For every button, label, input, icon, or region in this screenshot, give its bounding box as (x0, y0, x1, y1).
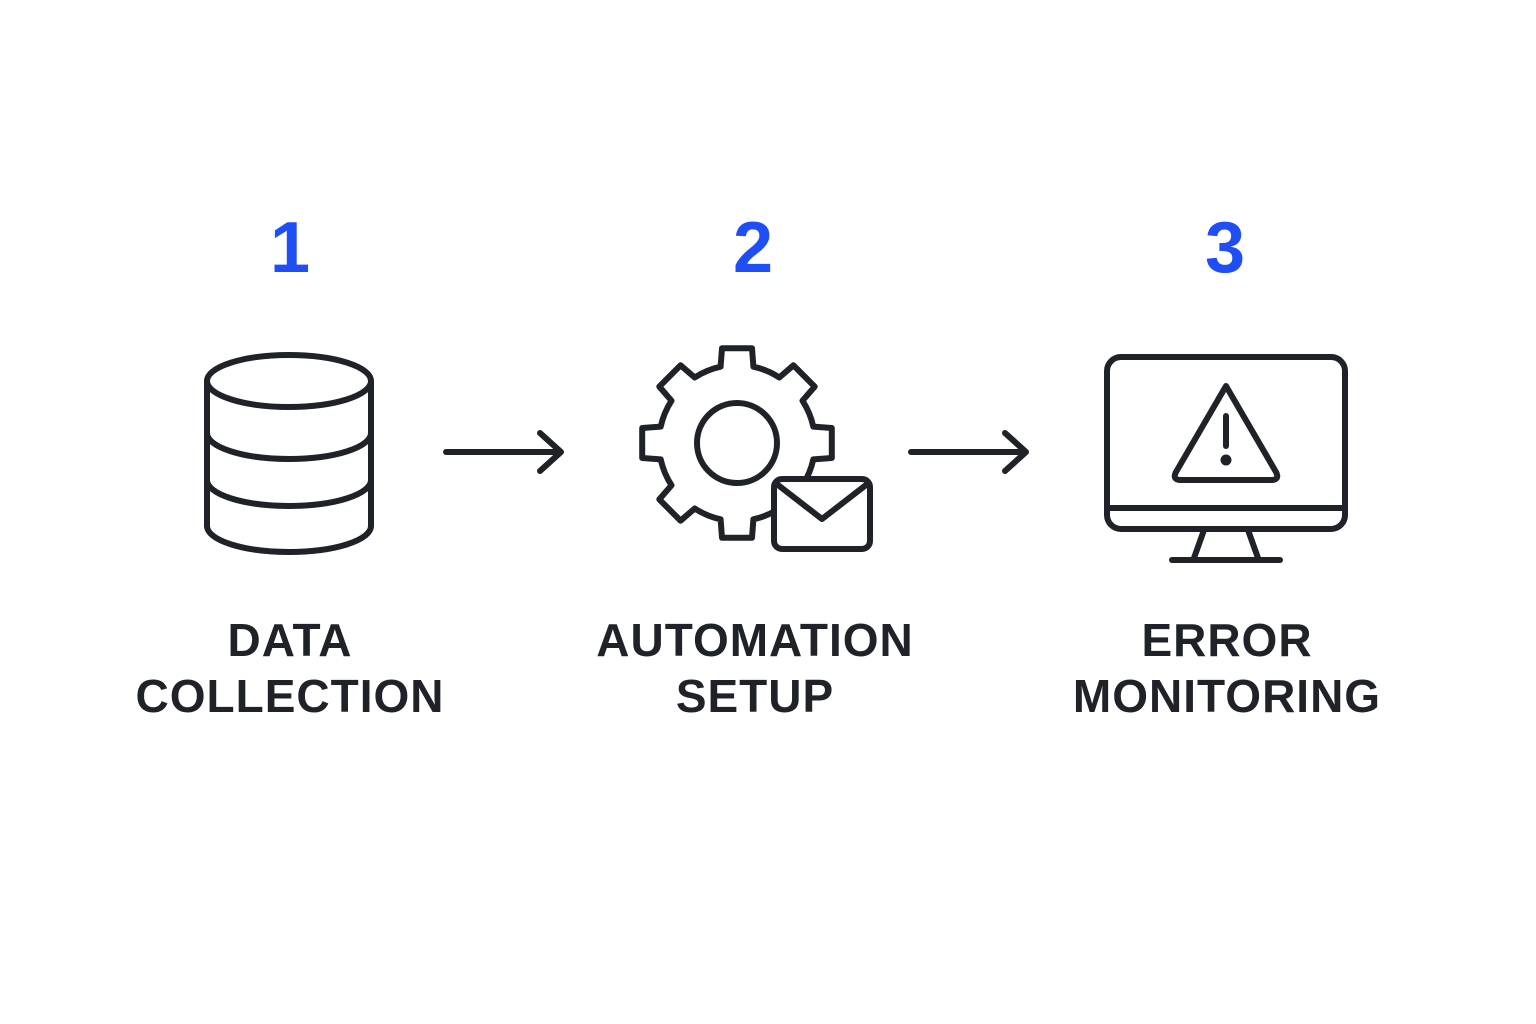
database-icon (200, 348, 380, 560)
step-1-label: DATA COLLECTION (80, 612, 500, 724)
step-2-label: AUTOMATION SETUP (545, 612, 965, 724)
step-1-label-line-1: DATA (227, 614, 353, 666)
step-2-number: 2 (732, 208, 774, 288)
step-3-label-line-2: MONITORING (1072, 670, 1382, 722)
step-2-label-line-2: SETUP (675, 670, 835, 722)
step-3-label: ERROR MONITORING (1017, 612, 1437, 724)
monitor-warning-icon (1100, 350, 1352, 568)
step-3-number: 3 (1204, 208, 1246, 288)
gear-with-envelope-icon (632, 343, 882, 558)
step-1-number: 1 (269, 208, 311, 288)
envelope-icon (771, 476, 873, 552)
arrow-right-icon (905, 428, 1035, 476)
step-3-label-line-1: ERROR (1141, 614, 1313, 666)
arrow-right-icon (440, 428, 570, 476)
gear-icon (639, 345, 835, 541)
warning-triangle-icon (1171, 383, 1281, 483)
step-1-label-line-2: COLLECTION (135, 670, 445, 722)
step-2-label-line-1: AUTOMATION (596, 614, 914, 666)
